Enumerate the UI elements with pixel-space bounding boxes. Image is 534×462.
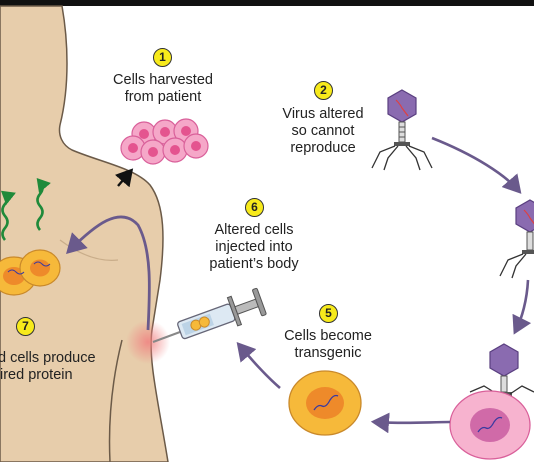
step-2-label-line: reproduce — [290, 140, 356, 156]
step-5-label-line: Cells become — [284, 328, 372, 344]
step-1-label: Cells harvested from patient — [98, 72, 228, 106]
step-6-label-line: patient’s body — [209, 256, 299, 272]
step-6-label-line: injected into — [215, 239, 293, 255]
protein-arrows — [0, 178, 51, 241]
step-2-badge: 2 — [314, 81, 333, 100]
step-1-label-line: Cells harvested — [113, 72, 213, 88]
transgenic-cell — [288, 370, 362, 436]
step-5-label-line: transgenic — [294, 345, 362, 361]
virus-infecting — [469, 343, 534, 396]
step-7-label-line: ired protein — [0, 367, 73, 383]
harvested-cells — [120, 118, 209, 165]
step-1-badge: 1 — [153, 48, 172, 67]
virus-altered — [371, 89, 433, 171]
injection-site — [126, 320, 170, 364]
step-5-label: Cells become transgenic — [270, 328, 386, 362]
step-6-label: Altered cells injected into patient’s bo… — [198, 222, 310, 273]
step-7-badge: 7 — [16, 317, 35, 336]
step-6-label-line: Altered cells — [214, 222, 294, 238]
step-2-label-line: so cannot — [291, 123, 355, 139]
infected-cell — [449, 390, 531, 460]
arrow-harvest — [114, 168, 134, 188]
cycle-arrows — [236, 136, 532, 434]
step-7-label-line: d cells produce — [0, 350, 96, 366]
step-7-label: d cells produce ired protein — [0, 350, 118, 384]
step-1-label-line: from patient — [124, 89, 202, 105]
step-5-badge: 5 — [319, 304, 338, 323]
producing-cells — [0, 249, 61, 296]
syringe — [152, 287, 267, 343]
top-border — [0, 0, 534, 6]
arrow-to-chest — [66, 215, 151, 331]
step-6-badge: 6 — [245, 198, 264, 217]
virus-attaching — [499, 199, 534, 279]
step-2-label: Virus altered so cannot reproduce — [268, 106, 378, 157]
step-2-label-line: Virus altered — [282, 106, 364, 122]
